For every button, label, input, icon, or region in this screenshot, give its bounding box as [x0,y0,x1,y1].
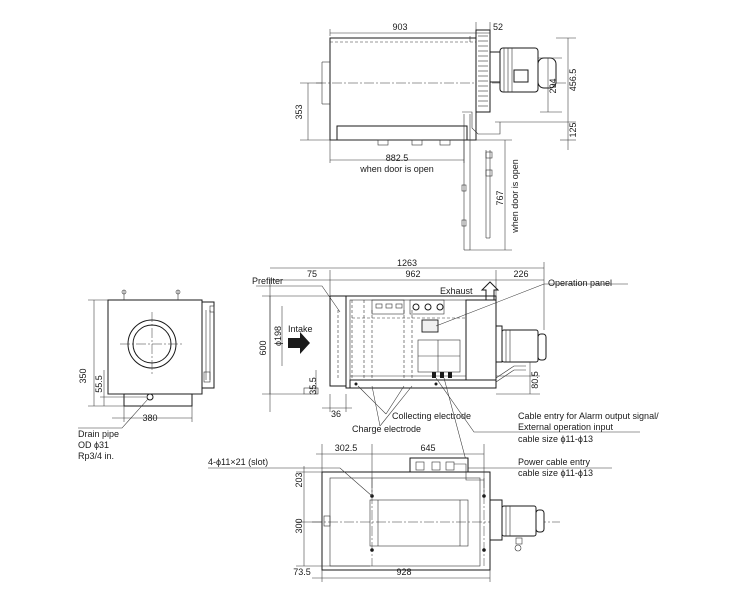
dim-52: 52 [493,22,503,32]
dim-1263: 1263 [397,258,417,268]
operation-panel-label: Operation panel [548,278,612,288]
bottom-view-base [321,471,491,571]
dim-302-5: 302.5 [335,443,358,453]
dim-35-5: 35.5 [308,377,318,395]
intake-arrow [288,332,310,354]
charge-electrode-label: Charge electrode [352,424,421,434]
exhaust-label: Exhaust [440,286,473,296]
door-open-trajectory [461,111,501,251]
dim-80-5: 80.5 [530,371,540,389]
front-view: Intake 1263 75 962 226 600 ϕ198 35.5 36 … [252,258,659,478]
slot-holes-label: 4-ϕ11×21 (slot) [208,457,268,467]
top-view-body [329,37,477,141]
power-cable-entry-label: Power cable entry [518,457,591,467]
collecting-electrode-label: Collecting electrode [392,411,471,421]
slot-hole [482,548,486,552]
front-view-terminal [371,299,405,315]
exhaust-arrow [480,281,500,300]
dim-456-5: 456.5 [568,69,578,92]
dim-380: 380 [142,413,157,423]
cable-size-alarm: cable size ϕ11-ϕ13 [518,434,593,444]
drain-pipe-thread: Rp3/4 in. [78,451,114,461]
louver [478,35,488,107]
drain-pipe-circle [146,393,154,401]
side-view-door [201,301,215,389]
dim-phi198: ϕ198 [273,326,283,346]
cable-size-power: cable size ϕ11-ϕ13 [518,468,593,478]
dim-600: 600 [258,340,268,355]
dim-55-5: 55.5 [94,375,104,393]
when-door-open-note-horizontal: when door is open [359,164,434,174]
cable-entry-alarm-line2: External operation input [518,422,614,432]
slot-hole [370,548,374,552]
side-view: 350 55.5 380 Drain pipe OD ϕ31 Rp3/4 in. [78,289,215,461]
dim-903: 903 [392,22,407,32]
dim-767: 767 [495,190,505,205]
dim-203: 203 [294,472,304,487]
side-view-body [107,299,203,395]
prefilter-label: Prefilter [252,276,283,286]
dim-36: 36 [331,409,341,419]
top-view: 903 52 294 456.5 125 353 882.5 when door… [294,22,578,251]
dim-294: 294 [548,78,558,93]
dim-226: 226 [513,269,528,279]
front-view-motor [495,325,547,383]
side-view-base [123,393,193,407]
drain-pipe-od: OD ϕ31 [78,440,109,450]
dim-75: 75 [307,269,317,279]
dim-350: 350 [78,368,88,383]
top-view-motor [489,47,557,93]
dim-928: 928 [396,567,411,577]
dim-73-5: 73.5 [293,567,311,577]
dim-125: 125 [568,122,578,137]
intake-label: Intake [288,324,313,334]
when-door-open-note-vertical: when door is open [510,159,520,234]
cable-entry-alarm-line1: Cable entry for Alarm output signal/ [518,411,659,421]
dim-645: 645 [420,443,435,453]
operation-panel-box [421,319,439,333]
dim-353: 353 [294,104,304,119]
dim-300: 300 [294,518,304,533]
drain-pipe-label: Drain pipe [78,429,119,439]
dim-962: 962 [405,269,420,279]
bottom-view: 4-ϕ11×21 (slot) 302.5 645 203 300 73.5 9… [208,443,560,582]
dim-882-5: 882.5 [386,153,409,163]
